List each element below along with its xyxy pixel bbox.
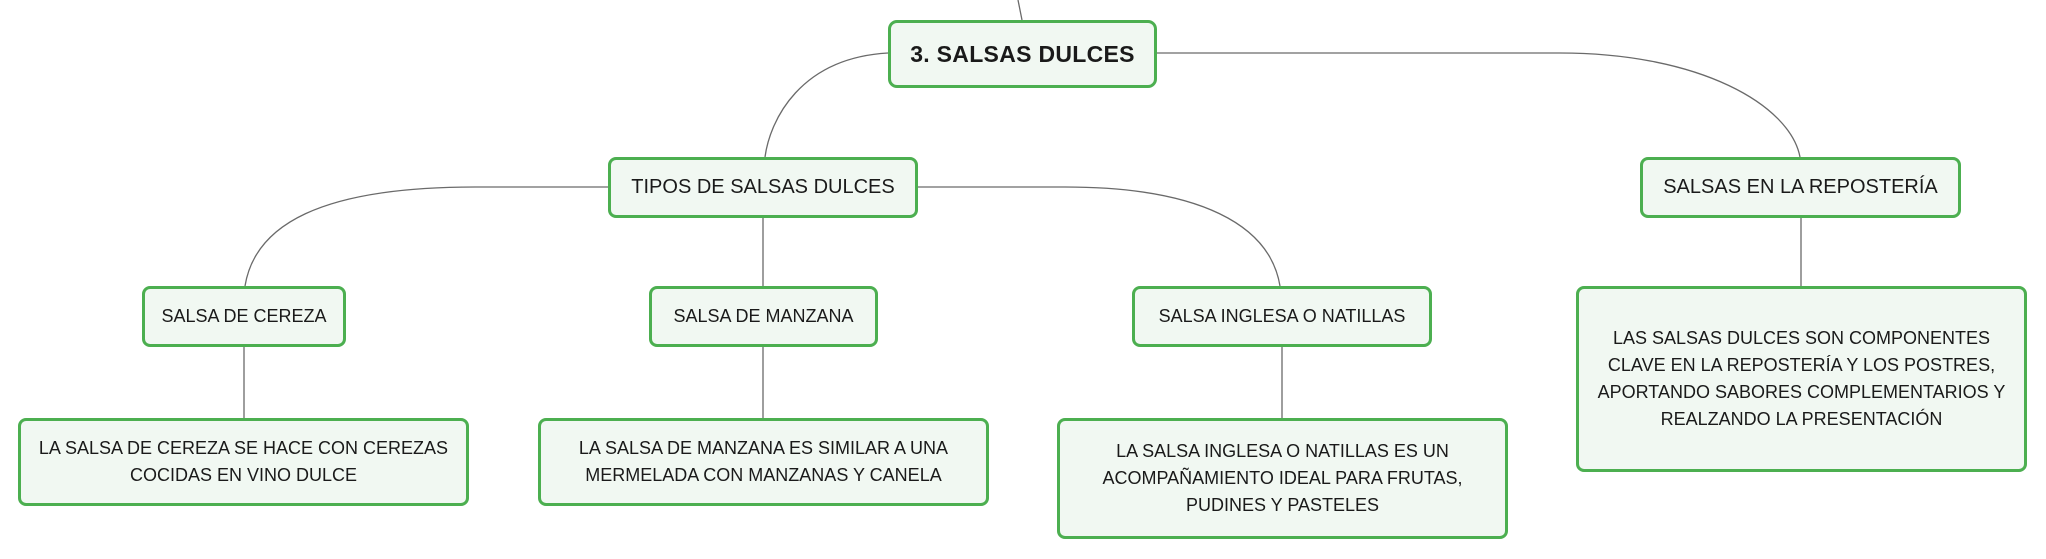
node-salsa-de-manzana[interactable]: SALSA DE MANZANA bbox=[649, 286, 878, 347]
node-salsa-de-cereza[interactable]: SALSA DE CEREZA bbox=[142, 286, 346, 347]
node-reposteria-label: SALSAS EN LA REPOSTERÍA bbox=[1663, 176, 1938, 198]
connector-tipos-to-inglesa bbox=[918, 186, 1281, 287]
node-salsas-en-la-reposteria[interactable]: SALSAS EN LA REPOSTERÍA bbox=[1640, 157, 1961, 218]
node-tipos-label: TIPOS DE SALSAS DULCES bbox=[631, 176, 895, 198]
connector-parent-to-root bbox=[1017, 0, 1023, 21]
cereza-description-text: LA SALSA DE CEREZA SE HACE CON CEREZAS C… bbox=[38, 438, 449, 485]
node-inglesa-label: SALSA INGLESA O NATILLAS bbox=[1158, 306, 1406, 326]
node-salsa-inglesa-o-natillas[interactable]: SALSA INGLESA O NATILLAS bbox=[1132, 286, 1432, 347]
connector-root-to-reposteria bbox=[1157, 52, 1801, 158]
connector-tipos-to-cereza bbox=[244, 186, 608, 287]
reposteria-description-text: LAS SALSAS DULCES SON COMPONENTES CLAVE … bbox=[1597, 328, 2006, 429]
root-node[interactable]: 3. SALSAS DULCES bbox=[888, 20, 1157, 88]
node-inglesa-description[interactable]: LA SALSA INGLESA O NATILLAS ES UN ACOMPA… bbox=[1057, 418, 1508, 539]
inglesa-description-text: LA SALSA INGLESA O NATILLAS ES UN ACOMPA… bbox=[1102, 441, 1463, 515]
node-tipos-de-salsas-dulces[interactable]: TIPOS DE SALSAS DULCES bbox=[608, 157, 918, 218]
root-node-label: 3. SALSAS DULCES bbox=[910, 40, 1135, 67]
node-manzana-label: SALSA DE MANZANA bbox=[673, 306, 854, 326]
node-manzana-description[interactable]: LA SALSA DE MANZANA ES SIMILAR A UNA MER… bbox=[538, 418, 989, 506]
node-reposteria-description[interactable]: LAS SALSAS DULCES SON COMPONENTES CLAVE … bbox=[1576, 286, 2027, 472]
connector-root-to-tipos bbox=[764, 52, 889, 158]
node-cereza-description[interactable]: LA SALSA DE CEREZA SE HACE CON CEREZAS C… bbox=[18, 418, 469, 506]
node-cereza-label: SALSA DE CEREZA bbox=[161, 306, 327, 326]
manzana-description-text: LA SALSA DE MANZANA ES SIMILAR A UNA MER… bbox=[578, 438, 949, 485]
